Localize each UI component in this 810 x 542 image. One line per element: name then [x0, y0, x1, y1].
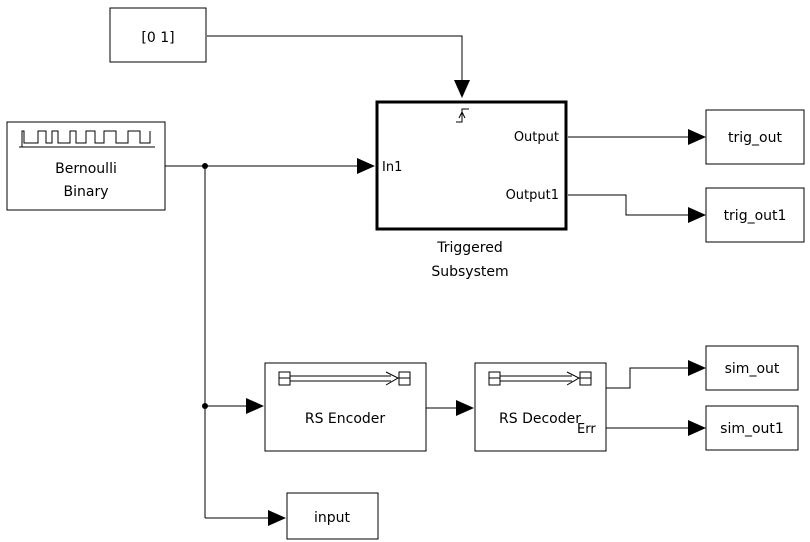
- rs-encoder-block[interactable]: RS Encoder: [264, 362, 427, 452]
- arrowhead-trigger: [454, 80, 470, 98]
- arrowhead-trig-out: [688, 129, 706, 145]
- trig-out1-block[interactable]: trig_out1: [705, 187, 805, 243]
- constant-block[interactable]: [0 1]: [109, 7, 207, 63]
- line-constant-to-trigger[interactable]: [207, 35, 463, 80]
- constant-value: [0 1]: [141, 30, 174, 46]
- port-output: Output: [514, 130, 559, 145]
- trig-out-label: trig_out: [728, 130, 782, 146]
- triggered-subsystem-block[interactable]: In1 Output Output1 Triggered Subsystem: [375, 100, 568, 280]
- arrowhead-rs-decoder: [456, 400, 474, 416]
- port-output1: Output1: [506, 188, 559, 203]
- port-in1: In1: [382, 160, 402, 175]
- bernoulli-label-line1: Bernoulli: [55, 161, 117, 177]
- arrowhead-sim-out: [688, 360, 706, 376]
- arrowhead-in1: [357, 158, 375, 174]
- sim-out-frame: [705, 345, 799, 391]
- rs-decoder-block[interactable]: RS Decoder Err: [474, 362, 607, 452]
- sim-out-label: sim_out: [725, 361, 780, 377]
- rs-encoder-label: RS Encoder: [305, 411, 386, 427]
- triggered-subsystem-frame: [375, 100, 568, 231]
- trig-out1-frame: [705, 187, 805, 243]
- frame-vector-arrow-icon: [488, 371, 592, 386]
- rs-decoder-label: RS Decoder: [499, 411, 581, 427]
- line-output1-to-trig-out1[interactable]: [568, 194, 688, 216]
- constant-block-frame: [109, 7, 207, 63]
- sim-out1-block[interactable]: sim_out1: [705, 405, 799, 451]
- arrowhead-input: [268, 510, 286, 526]
- rs-decoder-err-port: Err: [577, 422, 596, 437]
- arrowhead-trig-out1: [688, 207, 706, 223]
- sim-out1-label: sim_out1: [720, 421, 784, 437]
- trig-out1-label: trig_out1: [724, 208, 787, 224]
- arrowhead-sim-out1: [688, 420, 706, 436]
- frame-vector-arrow-icon: [278, 371, 411, 386]
- subsystem-name-line1: Triggered: [436, 240, 502, 256]
- rising-edge-trigger-icon: [456, 108, 469, 123]
- input-frame: [286, 492, 379, 540]
- trig-out-frame: [705, 109, 805, 165]
- square-wave-icon: [19, 130, 155, 148]
- signal-lines: [165, 35, 706, 526]
- sim-out1-frame: [705, 405, 799, 451]
- trig-out-block[interactable]: trig_out: [705, 109, 805, 165]
- bernoulli-block-frame: [6, 121, 166, 211]
- bernoulli-binary-block[interactable]: Bernoulli Binary: [6, 121, 166, 211]
- input-block[interactable]: input: [286, 492, 379, 540]
- arrowhead-rs-encoder: [246, 398, 264, 414]
- subsystem-name-line2: Subsystem: [431, 264, 508, 280]
- input-label: input: [314, 510, 351, 526]
- bernoulli-label-line2: Binary: [64, 184, 109, 200]
- line-decoder-to-sim-out[interactable]: [606, 367, 688, 389]
- sim-out-block[interactable]: sim_out: [705, 345, 799, 391]
